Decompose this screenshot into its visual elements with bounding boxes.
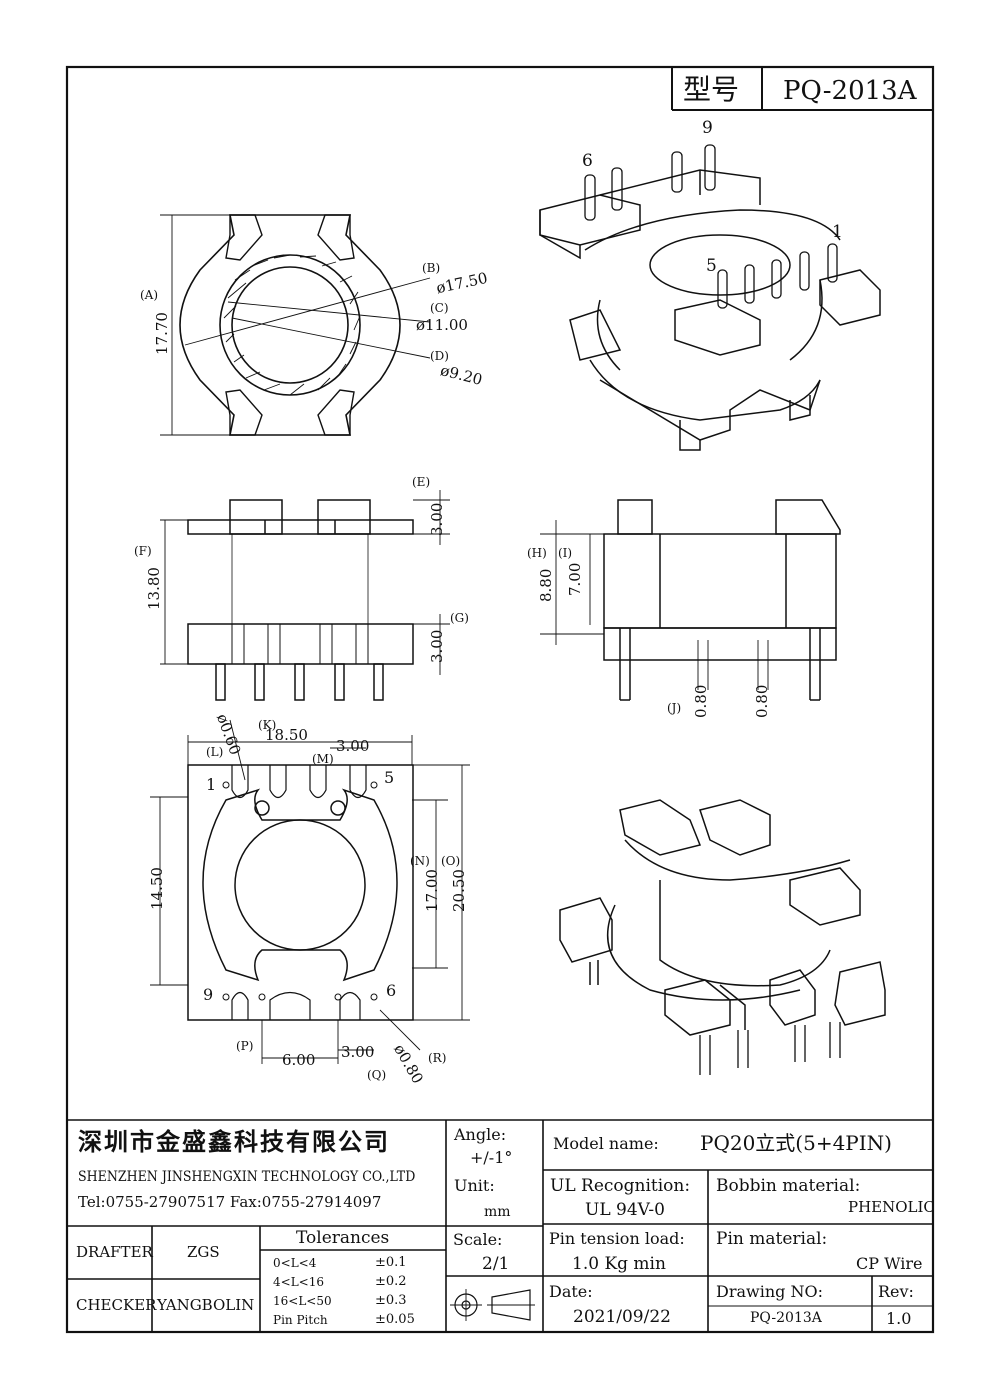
unit-label: Unit: xyxy=(454,1176,495,1195)
bottom-view xyxy=(150,719,470,1064)
company-name-en: SHENZHEN JINSHENGXIN TECHNOLOGY CO.,LTD xyxy=(78,1169,416,1185)
pin-tension-value: 1.0 Kg min xyxy=(572,1254,666,1274)
sheet-border xyxy=(65,65,935,1334)
model-value: PQ-2013A xyxy=(783,76,917,106)
dim-label-c: (C) xyxy=(430,301,449,315)
tolerances-title: Tolerances xyxy=(296,1228,390,1248)
model-name-label: Model name: xyxy=(553,1134,659,1153)
angle-label: Angle: xyxy=(454,1125,507,1144)
pin-material-label: Pin material: xyxy=(716,1229,828,1249)
dim-value-j: 0.80 xyxy=(753,684,771,718)
dim-value-q: 3.00 xyxy=(341,1043,375,1061)
bobbin-label: Bobbin material: xyxy=(716,1176,861,1196)
company-name-cn: 深圳市金盛鑫科技有限公司 xyxy=(78,1128,390,1156)
pin-number: 5 xyxy=(384,768,395,787)
dim-value-i: 7.00 xyxy=(566,562,584,596)
iso-view-top xyxy=(539,144,881,451)
dim-label-n: (N) xyxy=(410,854,430,868)
pin-tension-label: Pin tension load: xyxy=(549,1229,685,1248)
drafter-value: ZGS xyxy=(187,1243,220,1261)
pin-number: 6 xyxy=(386,981,397,1000)
dim-label-l: (L) xyxy=(206,745,224,759)
pin-number: 5 xyxy=(706,256,717,276)
dim-label-e: (E) xyxy=(412,475,431,489)
dim-label-b: (B) xyxy=(422,261,441,275)
dim-value-left: 14.50 xyxy=(148,867,166,910)
dim-label-h: (H) xyxy=(527,546,547,560)
dim-label-r: (R) xyxy=(428,1051,447,1065)
dim-label-o: (O) xyxy=(441,854,461,868)
tolerance-range: 0<L<4 xyxy=(273,1256,317,1270)
dim-value-c: ø11.00 xyxy=(416,316,468,334)
pin-number: 9 xyxy=(203,985,214,1004)
dim-label-q: (Q) xyxy=(367,1068,387,1082)
dim-label-k: (K) xyxy=(258,718,277,732)
model-box xyxy=(671,67,933,111)
dim-label-g: (G) xyxy=(450,611,469,625)
dim-value-e: 3.00 xyxy=(428,502,446,536)
pin-number: 6 xyxy=(582,151,593,171)
tolerance-range: 16<L<50 xyxy=(273,1294,332,1308)
dim-label-j: (J) xyxy=(667,701,682,715)
tolerance-range: 4<L<16 xyxy=(273,1275,324,1289)
dim-value-p: 6.00 xyxy=(282,1051,316,1069)
dim-value-h: 8.80 xyxy=(537,568,555,602)
tolerance-value: ±0.3 xyxy=(375,1293,407,1308)
drawing-no-label: Drawing NO: xyxy=(716,1282,823,1301)
date-value: 2021/09/22 xyxy=(573,1307,671,1327)
dim-value-f: 13.80 xyxy=(145,567,163,610)
top-view xyxy=(160,214,431,436)
pin-number: 1 xyxy=(206,775,217,794)
date-label: Date: xyxy=(549,1282,593,1301)
dim-value-g: 3.00 xyxy=(428,629,446,663)
dim-label-m: (M) xyxy=(312,752,334,766)
tolerance-range: Pin Pitch xyxy=(273,1313,328,1327)
company-contact: Tel:0755-27907517 Fax:0755-27914097 xyxy=(78,1193,382,1211)
drafter-label: DRAFTER xyxy=(76,1243,153,1261)
pin-number: 9 xyxy=(702,118,713,138)
dim-label-p: (P) xyxy=(236,1039,254,1053)
dim-label-a: (A) xyxy=(140,288,159,302)
ul-value: UL 94V-0 xyxy=(585,1200,665,1220)
dim-value-o: 20.50 xyxy=(450,869,468,912)
front-view xyxy=(160,490,450,701)
rev-label: Rev: xyxy=(878,1282,914,1301)
unit-value: mm xyxy=(484,1204,511,1220)
dim-value-l: 18.50 xyxy=(265,726,308,744)
tolerance-value: ±0.1 xyxy=(375,1255,407,1270)
checker-value: YANGBOLIN xyxy=(157,1296,255,1314)
scale-value: 2/1 xyxy=(482,1254,510,1274)
pin-material-value: CP Wire xyxy=(856,1254,923,1273)
pin-number: 1 xyxy=(832,222,843,242)
dim-label-i: (I) xyxy=(558,546,573,560)
scale-label: Scale: xyxy=(453,1230,503,1249)
dim-value-a: 17.70 xyxy=(153,312,171,355)
dim-label-f: (F) xyxy=(134,544,152,558)
dim-value-j: 0.80 xyxy=(692,684,710,718)
model-name-value: PQ20立式(5+4PIN) xyxy=(700,1131,892,1155)
side-view xyxy=(540,499,841,701)
iso-view-bottom xyxy=(559,799,886,1075)
dim-label-d: (D) xyxy=(430,349,449,363)
dim-value-n: 17.00 xyxy=(423,869,441,912)
rev-value: 1.0 xyxy=(886,1309,912,1328)
bobbin-value: PHENOLIC xyxy=(848,1198,935,1216)
checker-label: CHECKER xyxy=(76,1296,157,1314)
model-label: 型号 xyxy=(683,73,740,106)
ul-label: UL Recognition: xyxy=(550,1176,691,1196)
angle-value: +/-1° xyxy=(470,1148,513,1167)
dim-value-m: 3.00 xyxy=(336,737,370,755)
title-block-grid xyxy=(67,1119,933,1332)
drawing-no-value: PQ-2013A xyxy=(750,1310,822,1326)
tolerance-value: ±0.2 xyxy=(375,1274,407,1289)
tolerance-value: ±0.05 xyxy=(375,1312,415,1327)
